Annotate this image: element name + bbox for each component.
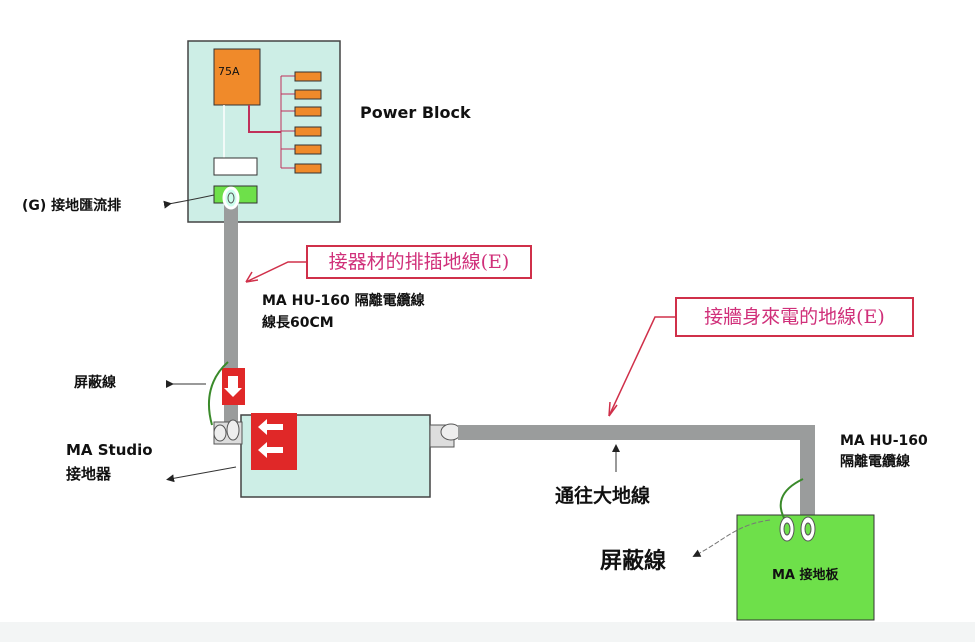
- callout-wall-ground: 接牆身來電的地線(E): [675, 297, 914, 337]
- ground-bus-label: (G) 接地匯流排: [22, 198, 122, 214]
- breaker-75a: [213, 48, 261, 106]
- studio-terminals: [213, 419, 462, 448]
- short-cable-label-1: MA HU-160 隔離電纜線: [262, 293, 425, 309]
- long-cable: [458, 425, 815, 440]
- short-cable: [224, 200, 238, 422]
- to-earth-label: 通往大地線: [555, 485, 651, 507]
- power-block-title: Power Block: [360, 103, 471, 122]
- callout-equipment-ground: 接器材的排插地線(E): [306, 245, 532, 279]
- studio-red-panel: [251, 413, 297, 470]
- long-cable-label-2: 隔離電纜線: [840, 454, 910, 470]
- studio-label-1: MA Studio: [66, 441, 153, 459]
- breaker-label: 75A: [218, 65, 240, 78]
- short-cable-label-2: 線長60CM: [262, 315, 334, 331]
- shield-left-label: 屏蔽線: [74, 375, 116, 391]
- shield-right-label: 屏蔽線: [600, 549, 667, 574]
- ground-plate-label: MA 接地板: [772, 568, 839, 583]
- terminal-ring-icon: [222, 186, 240, 210]
- outlets: [294, 71, 322, 174]
- long-cable-label-1: MA HU-160: [840, 433, 928, 449]
- footer-strip: [0, 622, 975, 642]
- white-bar: [213, 157, 258, 176]
- studio-label-2: 接地器: [66, 465, 112, 483]
- outlet-wiring: [248, 75, 296, 169]
